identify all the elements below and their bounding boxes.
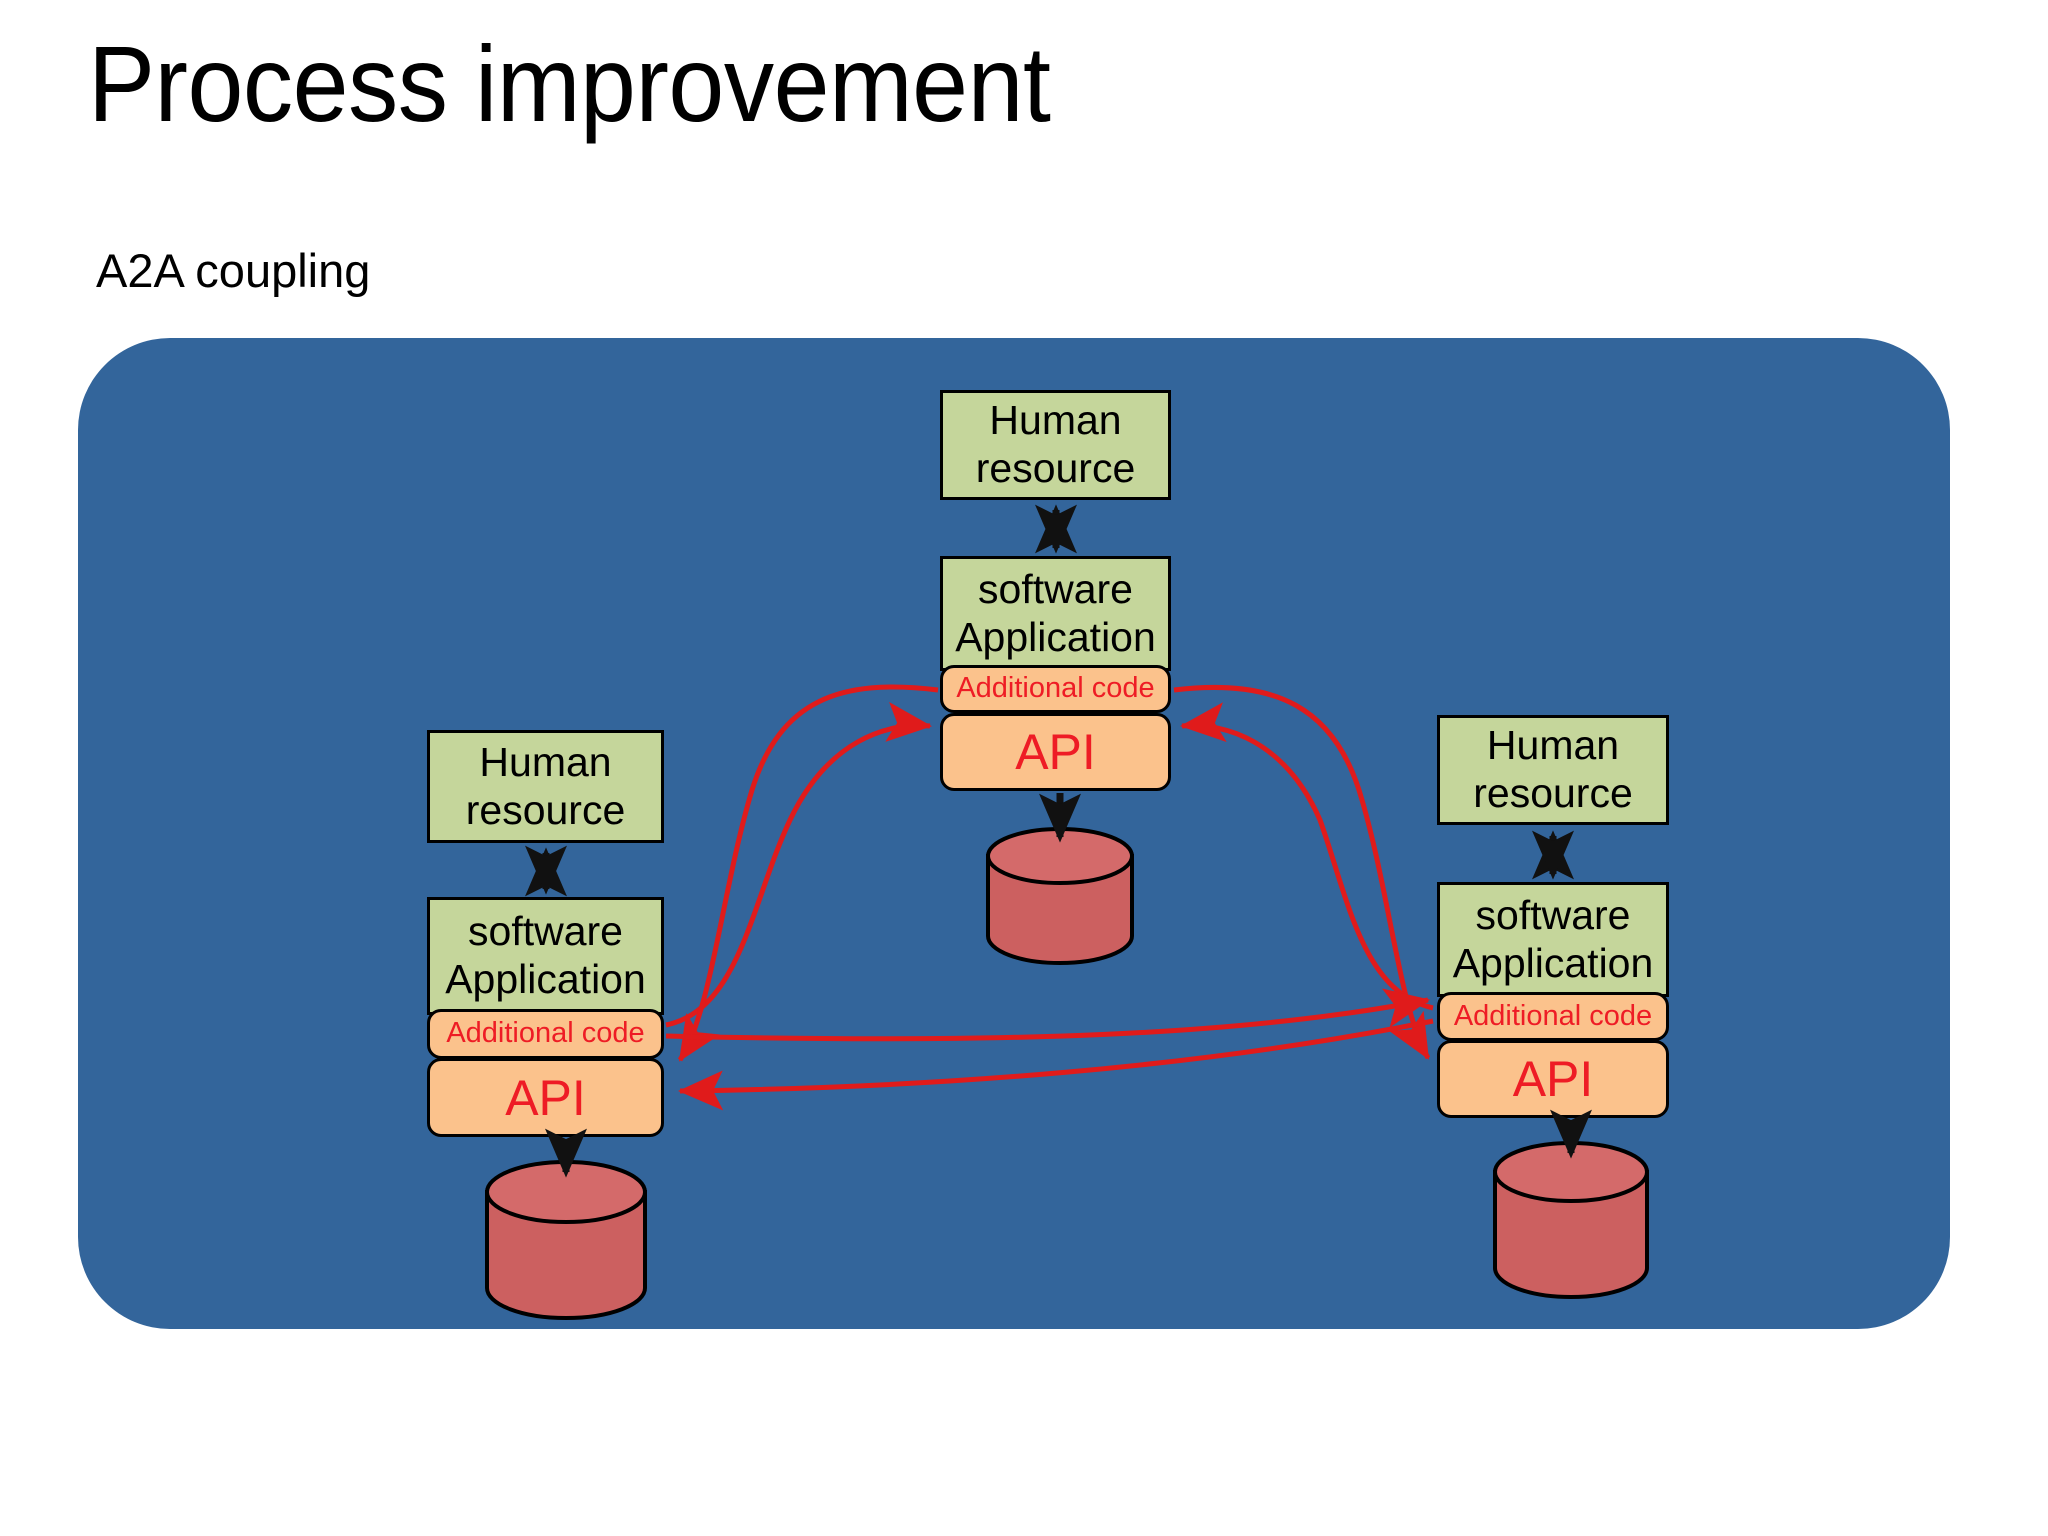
center-additional-code-label: Additional code <box>956 672 1155 705</box>
center-human-resource-line1: Human <box>989 397 1122 444</box>
left-api-box[interactable]: API <box>427 1058 664 1137</box>
center-software-application-box[interactable]: software Application <box>940 556 1171 671</box>
left-software-application-box[interactable]: software Application <box>427 897 664 1015</box>
left-software-line2: Application <box>445 956 646 1002</box>
right-api-box[interactable]: API <box>1437 1040 1669 1118</box>
right-additional-code-box[interactable]: Additional code <box>1437 992 1669 1041</box>
left-software-line1: software <box>468 908 623 955</box>
center-human-resource-line2: resource <box>975 445 1136 491</box>
left-additional-code-label: Additional code <box>446 1017 645 1050</box>
left-api-label: API <box>505 1069 586 1126</box>
center-software-line1: software <box>978 565 1133 612</box>
left-human-resource-line1: Human <box>479 738 612 785</box>
page-subtitle: A2A coupling <box>96 244 371 297</box>
center-software-line2: Application <box>955 613 1156 660</box>
center-api-label: API <box>1015 724 1096 780</box>
right-software-application-box[interactable]: software Application <box>1437 882 1669 997</box>
center-api-box[interactable]: API <box>940 713 1171 791</box>
left-human-resource-box[interactable]: Human resource <box>427 730 664 843</box>
right-human-resource-box[interactable]: Human resource <box>1437 715 1669 825</box>
right-software-line1: software <box>1475 891 1631 938</box>
right-api-label: API <box>1512 1051 1594 1107</box>
right-software-line2: Application <box>1452 939 1654 986</box>
left-human-resource-line2: resource <box>465 786 626 833</box>
page-title: Process improvement <box>88 23 1051 144</box>
center-human-resource-box[interactable]: Human resource <box>940 390 1171 500</box>
left-additional-code-box[interactable]: Additional code <box>427 1009 664 1059</box>
right-human-resource-line2: resource <box>1473 770 1633 816</box>
center-additional-code-box[interactable]: Additional code <box>940 665 1171 713</box>
right-additional-code-label: Additional code <box>1453 999 1653 1032</box>
right-human-resource-line1: Human <box>1486 722 1620 769</box>
